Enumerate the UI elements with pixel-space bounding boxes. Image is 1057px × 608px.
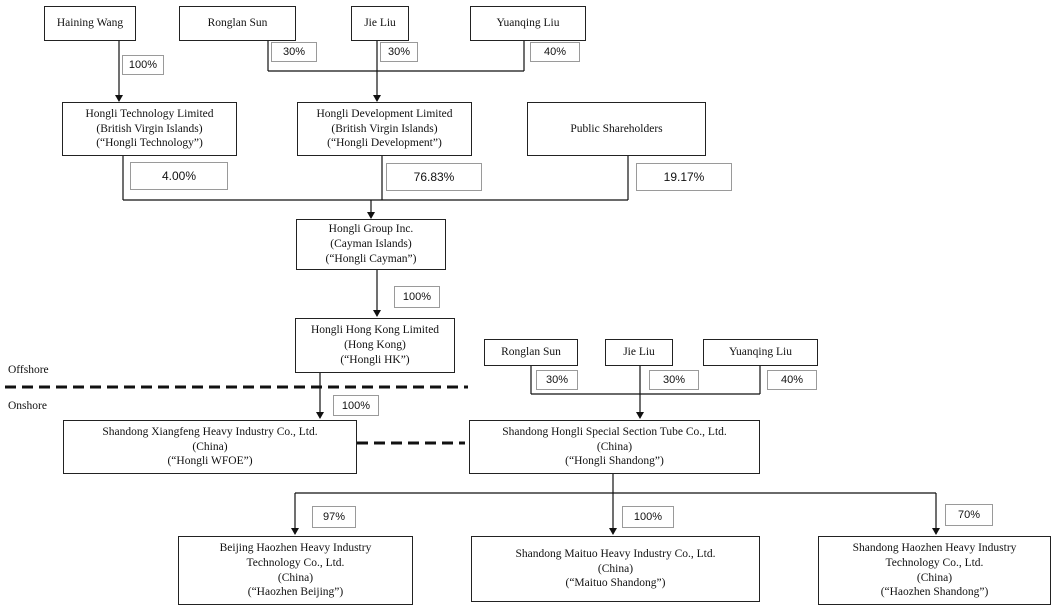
entity-ronglan-sun-mid: Ronglan Sun [484, 339, 578, 366]
pct-cayman-to-hk: 100% [394, 286, 440, 308]
pct-technology-to-cayman: 4.00% [130, 162, 228, 190]
entity-haozhen-shandong: Shandong Haozhen Heavy Industry Technolo… [818, 536, 1051, 605]
entity-hongli-wfoe: Shandong Xiangfeng Heavy Industry Co., L… [63, 420, 357, 474]
entity-haozhen-beijing: Beijing Haozhen Heavy Industry Technolog… [178, 536, 413, 605]
entity-hongli-technology: Hongli Technology Limited (British Virgi… [62, 102, 237, 156]
entity-hongli-shandong: Shandong Hongli Special Section Tube Co.… [469, 420, 760, 474]
pct-shandong-to-beijing: 97% [312, 506, 356, 528]
entity-yuanqing-liu-top: Yuanqing Liu [470, 6, 586, 41]
pct-yuanqing-to-development: 40% [530, 42, 580, 62]
pct-yuanqing-to-shandong: 40% [767, 370, 817, 390]
pct-development-to-cayman: 76.83% [386, 163, 482, 191]
pct-jie-to-development: 30% [380, 42, 418, 62]
entity-haining-wang: Haining Wang [44, 6, 136, 41]
entity-public-shareholders: Public Shareholders [527, 102, 706, 156]
offshore-label: Offshore [8, 364, 49, 376]
pct-ronglan-to-development: 30% [271, 42, 317, 62]
entity-hongli-development: Hongli Development Limited (British Virg… [297, 102, 472, 156]
pct-shandong-to-haozhen-shandong: 70% [945, 504, 993, 526]
entity-jie-liu-top: Jie Liu [351, 6, 409, 41]
entity-hongli-cayman: Hongli Group Inc. (Cayman Islands) (“Hon… [296, 219, 446, 270]
pct-public-to-cayman: 19.17% [636, 163, 732, 191]
pct-haining-to-technology: 100% [122, 55, 164, 75]
entity-ronglan-sun-top: Ronglan Sun [179, 6, 296, 41]
pct-hk-to-wfoe: 100% [333, 395, 379, 416]
pct-ronglan-to-shandong: 30% [536, 370, 578, 390]
onshore-label: Onshore [8, 400, 47, 412]
entity-hongli-hk: Hongli Hong Kong Limited (Hong Kong) (“H… [295, 318, 455, 373]
entity-jie-liu-mid: Jie Liu [605, 339, 673, 366]
entity-yuanqing-liu-mid: Yuanqing Liu [703, 339, 818, 366]
entity-maituo-shandong: Shandong Maituo Heavy Industry Co., Ltd.… [471, 536, 760, 602]
pct-jie-to-shandong: 30% [649, 370, 699, 390]
pct-shandong-to-maituo: 100% [622, 506, 674, 528]
